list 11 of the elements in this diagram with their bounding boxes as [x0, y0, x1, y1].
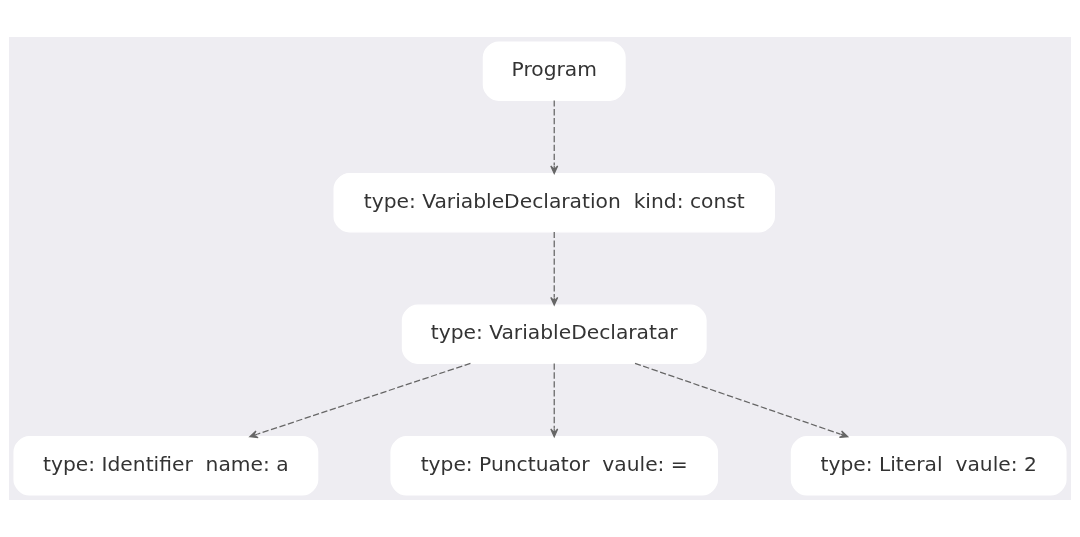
node-box: type: VariableDeclaration kind: const	[333, 173, 775, 233]
node-box: type: Punctuator vaule: =	[390, 436, 719, 496]
node-box: Program	[482, 41, 626, 101]
node-box: type: Literal vaule: 2	[790, 436, 1067, 496]
node-box: type: VariableDeclaratar	[401, 304, 707, 364]
arrow	[550, 231, 559, 306]
node-box: type: Identifier name: a	[13, 436, 319, 496]
arrow	[550, 99, 559, 175]
arrow	[249, 362, 472, 439]
arrow	[634, 362, 849, 439]
arrow	[550, 362, 559, 438]
